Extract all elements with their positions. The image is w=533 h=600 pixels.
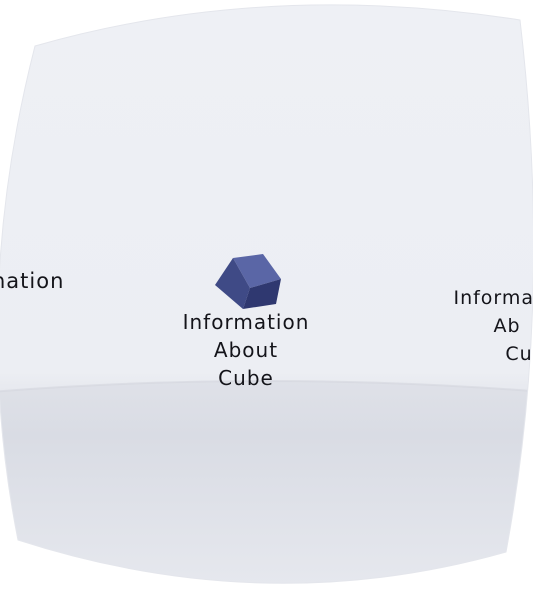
- info-label-right-line3: Cu: [505, 343, 533, 365]
- cube-right-face: [243, 279, 281, 309]
- info-label-cube-line1: Information: [182, 310, 310, 334]
- info-label-left: nation: [0, 267, 64, 295]
- cube-object[interactable]: [215, 254, 281, 309]
- cube-left-face: [215, 258, 250, 309]
- info-label-left-line1: nation: [0, 269, 65, 293]
- info-label-cube: Information About Cube: [171, 308, 321, 392]
- info-label-right-line1: Informat: [453, 287, 533, 309]
- info-label-right-line2: Ab: [493, 315, 521, 337]
- floor-plane: [0, 381, 533, 584]
- cube-top-face: [233, 254, 281, 288]
- horizon-line: [0, 380, 533, 393]
- lens-border: [0, 4, 533, 584]
- info-label-cube-line2: About: [213, 338, 279, 362]
- info-label-cube-line3: Cube: [218, 366, 274, 390]
- info-label-right: Informat Ab Cu: [433, 284, 533, 368]
